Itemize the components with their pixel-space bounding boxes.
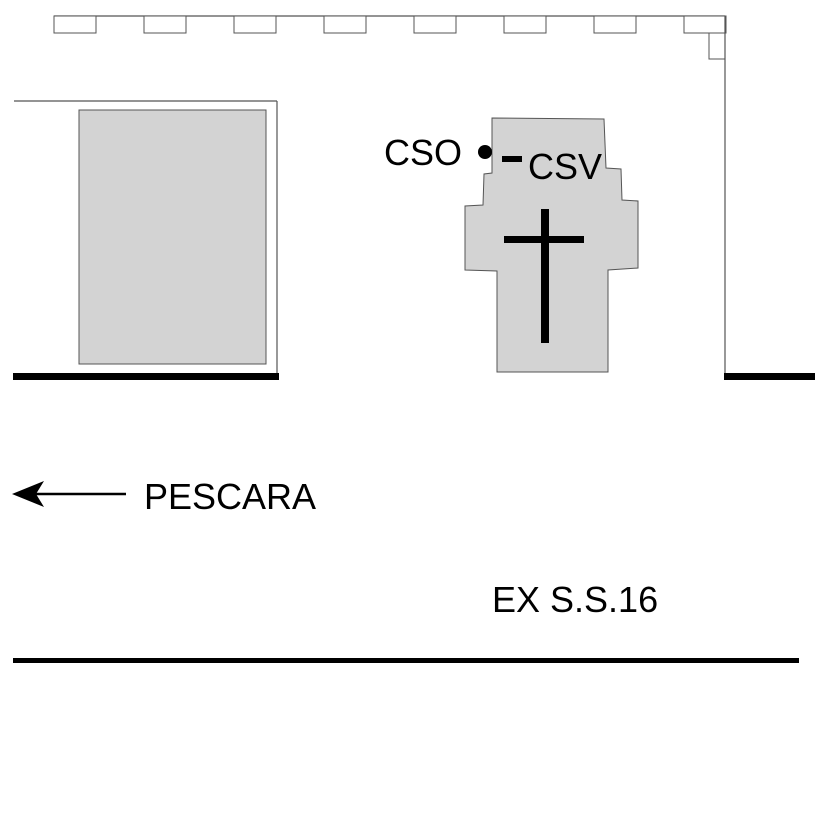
wall-pilaster — [323, 15, 367, 34]
direction-label: PESCARA — [144, 476, 316, 517]
road-edge-left — [13, 373, 279, 380]
road-edge-right — [724, 373, 815, 380]
wall-pilaster — [233, 15, 277, 34]
church-building — [464, 117, 639, 373]
dot-marker-icon — [478, 145, 492, 159]
wall-pilaster — [53, 15, 97, 34]
wall-corner-pilaster — [708, 32, 726, 60]
wall-pilaster — [143, 15, 187, 34]
boundary-wall-top — [53, 15, 727, 60]
cso-label: CSO — [384, 132, 462, 173]
road-edge-bottom — [13, 658, 799, 663]
building-left — [14, 100, 278, 376]
church-footprint — [464, 117, 639, 373]
wall-pilaster — [503, 15, 547, 34]
cross-icon — [504, 209, 584, 343]
wall-pilaster — [413, 15, 457, 34]
dash-marker-icon — [502, 156, 522, 162]
wall-pilaster — [593, 15, 637, 34]
wall-pilaster — [683, 15, 727, 34]
arrow-left-icon — [12, 481, 126, 507]
road-name-label: EX S.S.16 — [492, 579, 658, 620]
building-left-block — [78, 109, 267, 365]
csv-label: CSV — [528, 146, 602, 187]
